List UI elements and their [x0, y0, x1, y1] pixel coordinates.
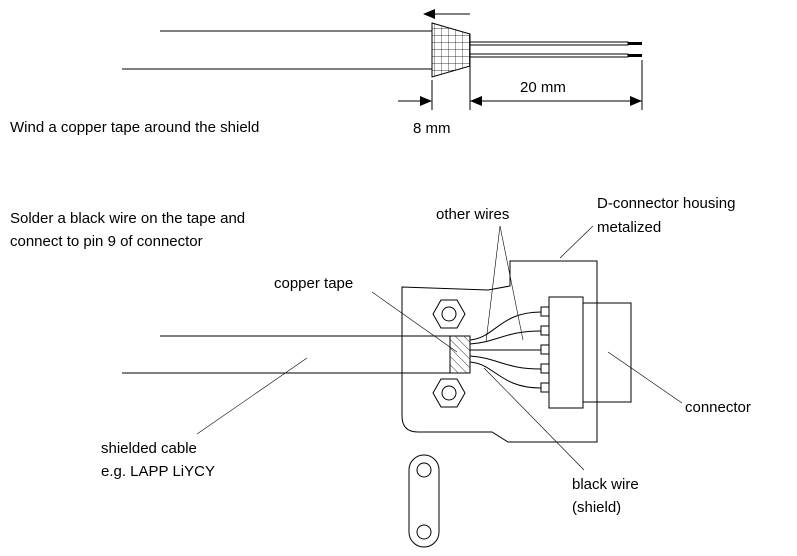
dimension-8mm-label: 8 mm [413, 120, 451, 137]
dimension-20mm [469, 60, 643, 110]
housing-screw-bottom [432, 378, 466, 408]
cable-clamp-strap [408, 454, 440, 548]
core-wires [470, 41, 642, 58]
connector-label: connector [685, 399, 751, 416]
dimension-20mm-label: 20 mm [520, 79, 566, 96]
copper-tape [449, 335, 471, 374]
connector-leader [607, 351, 683, 404]
black-wire-leader [483, 367, 585, 471]
solder-instruction-line1: Solder a black wire on the tape and [10, 210, 245, 227]
other-wires-label: other wires [436, 206, 509, 223]
dimension-8mm [398, 80, 433, 110]
shielded-cable-label-line2: e.g. LAPP LiYCY [101, 463, 215, 480]
shielded-cable-label-line1: shielded cable [101, 440, 197, 457]
d-connector-housing [401, 260, 598, 443]
internal-wires [469, 311, 542, 389]
shielded-cable-leader [196, 357, 308, 435]
housing-screw-top [432, 299, 466, 329]
shield-braid [431, 22, 471, 78]
copper-tape-leader [371, 291, 458, 353]
black-wire-label-line1: black wire [572, 476, 639, 493]
other-wires-leader-1 [485, 225, 501, 343]
housing-leader [559, 225, 594, 259]
housing-label-line1: D-connector housing [597, 195, 735, 212]
other-wires-leader-2 [499, 225, 524, 341]
housing-label-line2: metalized [597, 219, 661, 236]
copper-tape-label: copper tape [274, 275, 353, 292]
black-wire-label-line2: (shield) [572, 499, 621, 516]
stripped-cable-detail: 20 mm 8 mm Wind a copper tape around the… [10, 9, 643, 137]
wind-copper-tape-instruction: Wind a copper tape around the shield [10, 119, 259, 136]
connector-plug [582, 302, 632, 403]
fold-back-arrow [423, 9, 470, 19]
connector-pins [540, 306, 550, 393]
connector-flange [548, 296, 584, 409]
solder-instruction-line2: connect to pin 9 of connector [10, 233, 203, 250]
